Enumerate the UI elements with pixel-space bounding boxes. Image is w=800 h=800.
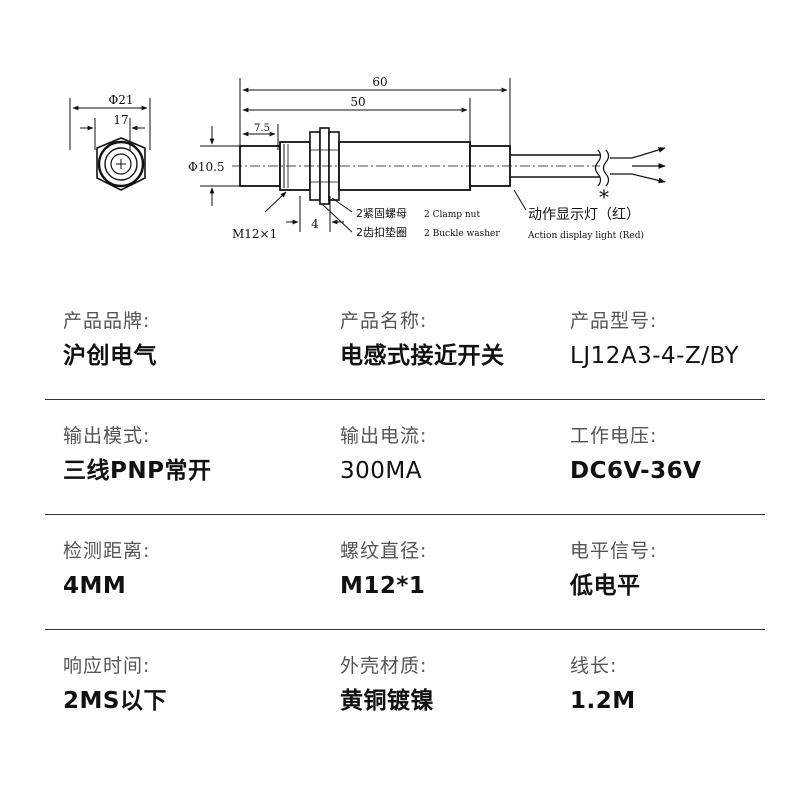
spec-row: 响应时间: 2MS以下 外壳材质: 黄铜镀镍 线长: 1.2M <box>45 630 765 745</box>
dim-17-label: 17 <box>113 113 128 127</box>
dim-50-label: 50 <box>350 95 365 109</box>
spec-label: 产品品牌: <box>63 310 151 332</box>
spec-label: 线长: <box>570 655 618 677</box>
spec-cell-response-time: 响应时间: 2MS以下 <box>45 652 340 745</box>
spec-value: 低电平 <box>570 573 641 599</box>
spec-row: 产品品牌: 沪创电气 产品名称: 电感式接近开关 产品型号: LJ12A3-4-… <box>45 285 765 400</box>
spec-label: 响应时间: <box>63 655 151 677</box>
led-asterisk: * <box>599 185 609 209</box>
spec-value: 2MS以下 <box>63 688 167 714</box>
spec-cell-output-mode: 输出模式: 三线PNP常开 <box>45 422 340 514</box>
clamp-nut-label-en: 2 Clamp nut <box>424 210 480 220</box>
spec-cell-brand: 产品品牌: 沪创电气 <box>45 307 340 399</box>
spec-cell-housing-material: 外壳材质: 黄铜镀镍 <box>340 652 570 745</box>
dim-phi10-5-label: Φ10.5 <box>188 160 225 174</box>
spec-label: 外壳材质: <box>340 655 428 677</box>
spec-cell-cable-length: 线长: 1.2M <box>570 652 765 745</box>
spec-label: 电平信号: <box>570 540 658 562</box>
spec-value: LJ12A3-4-Z/BY <box>570 343 740 369</box>
spec-row: 检测距离: 4MM 螺纹直径: M12*1 电平信号: 低电平 <box>45 515 765 630</box>
spec-cell-working-voltage: 工作电压: DC6V-36V <box>570 422 765 514</box>
spec-value: 电感式接近开关 <box>340 343 505 369</box>
spec-value: 1.2M <box>570 688 636 714</box>
spec-label: 产品名称: <box>340 310 428 332</box>
spec-label: 检测距离: <box>63 540 151 562</box>
spec-label: 工作电压: <box>570 425 658 447</box>
buckle-washer-label-en: 2 Buckle washer <box>424 229 500 239</box>
side-view: 60 50 7.5 Φ10.5 <box>188 75 666 241</box>
clamp-nut-label-cn: 2紧固螺母 <box>356 207 407 220</box>
buckle-washer-label-cn: 2齿扣垫圈 <box>356 225 407 239</box>
dim-m12x1-label: M12×1 <box>232 227 277 241</box>
spec-cell-output-current: 输出电流: 300MA <box>340 422 570 514</box>
spec-value: M12*1 <box>340 573 426 599</box>
spec-table: 产品品牌: 沪创电气 产品名称: 电感式接近开关 产品型号: LJ12A3-4-… <box>45 285 765 745</box>
spec-cell-level-signal: 电平信号: 低电平 <box>570 537 765 629</box>
dim-phi21-label: Φ21 <box>108 93 133 107</box>
spec-cell-detection-distance: 检测距离: 4MM <box>45 537 340 629</box>
spec-label: 产品型号: <box>570 310 658 332</box>
dim-60-label: 60 <box>372 75 387 89</box>
end-view: Φ21 17 <box>69 93 151 191</box>
spec-value: 300MA <box>340 458 422 484</box>
spec-value: DC6V-36V <box>570 458 702 484</box>
spec-value: 4MM <box>63 573 127 599</box>
spec-cell-model: 产品型号: LJ12A3-4-Z/BY <box>570 307 765 399</box>
spec-value: 黄铜镀镍 <box>340 688 434 714</box>
spec-label: 螺纹直径: <box>340 540 428 562</box>
spec-cell-thread-diameter: 螺纹直径: M12*1 <box>340 537 570 629</box>
dim-4-label: 4 <box>311 217 319 231</box>
dim-7-5-label: 7.5 <box>254 123 270 134</box>
spec-value: 沪创电气 <box>63 343 157 369</box>
spec-label: 输出模式: <box>63 425 151 447</box>
sensor-dimension-drawing: Φ21 17 60 50 7.5 Φ10.5 <box>69 75 666 241</box>
spec-row: 输出模式: 三线PNP常开 输出电流: 300MA 工作电压: DC6V-36V <box>45 400 765 515</box>
spec-cell-product-name: 产品名称: 电感式接近开关 <box>340 307 570 399</box>
led-label-cn: 动作显示灯（红） <box>528 207 640 223</box>
led-label-en: Action display light (Red) <box>527 230 644 241</box>
spec-value: 三线PNP常开 <box>63 458 212 484</box>
spec-label: 输出电流: <box>340 425 428 447</box>
